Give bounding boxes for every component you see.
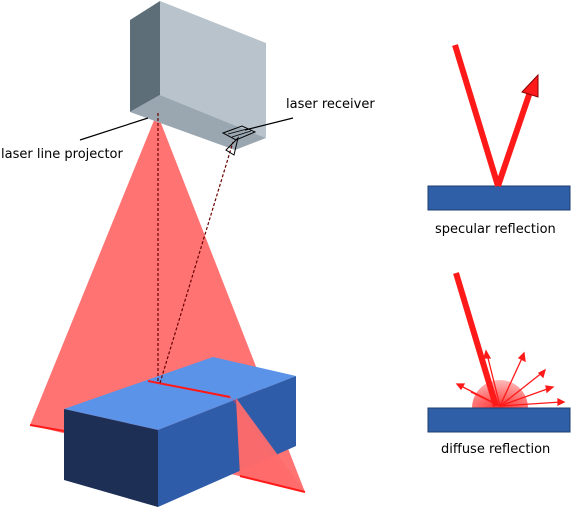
housing-front (160, 1, 266, 138)
scanner-housing (130, 1, 266, 150)
label-laser-line-projector: laser line projector (1, 147, 123, 162)
label-specular-reflection: specular reflection (435, 222, 556, 237)
specular-arrowhead (521, 73, 539, 98)
receiver-leader (244, 117, 294, 131)
laser-line-ground (239, 475, 306, 493)
box-side (158, 376, 296, 507)
diffuse-incident-ray (453, 272, 499, 407)
box-front (64, 409, 158, 507)
laser-line-top (147, 380, 231, 398)
laser-fan-front (236, 398, 305, 492)
housing-side (130, 1, 160, 112)
label-diffuse-reflection: diffuse reflection (441, 442, 550, 457)
reflected-ray-arrowhead (225, 136, 239, 156)
diffuse-surface (427, 407, 571, 433)
specular-incident-ray (452, 44, 501, 187)
diffuse-diagram: diffuse reflection (427, 272, 571, 457)
specular-reflected-ray (495, 91, 533, 187)
box-top (64, 357, 296, 430)
reflected-ray (159, 141, 234, 384)
projector-leader (79, 117, 149, 141)
receiver-lens (221, 125, 257, 141)
diffuse-scatter-rays (455, 349, 566, 407)
laser-line (29, 424, 65, 432)
housing-bottom (130, 95, 266, 150)
specular-surface (427, 185, 571, 211)
label-laser-receiver: laser receiver (286, 97, 375, 112)
specular-diagram: specular reflection (427, 44, 571, 237)
